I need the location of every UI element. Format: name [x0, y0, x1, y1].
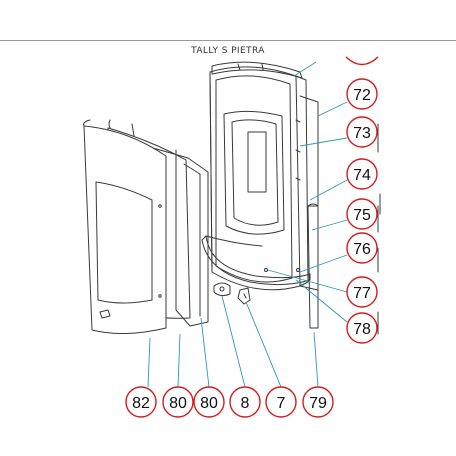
callout-bubble-cropped	[345, 56, 379, 66]
side-cover-brackets	[377, 123, 381, 335]
callout-ring	[346, 116, 378, 148]
callout-ring	[302, 386, 334, 418]
leader-lines	[147, 61, 348, 388]
leader-line-c77	[267, 269, 348, 293]
callout-c74: 74	[346, 158, 378, 190]
callout-c80a: 80	[162, 386, 194, 418]
leader-top-cover	[293, 61, 317, 77]
callout-number: 82	[132, 395, 150, 412]
leader-line-c75	[311, 219, 348, 231]
callout-ring	[162, 386, 194, 418]
callout-number: 80	[169, 395, 187, 412]
leader-line-c79	[313, 331, 319, 388]
callout-c77: 77	[346, 276, 378, 308]
callout-ring	[346, 78, 378, 110]
callout-number: 74	[353, 167, 371, 184]
header-divider	[0, 40, 456, 41]
callout-c8: 8	[229, 386, 261, 418]
callout-ring	[346, 276, 378, 308]
leader-line-c76	[299, 254, 348, 273]
callout-number: 73	[353, 125, 371, 142]
base-tray	[201, 235, 311, 286]
leader-line-c8	[221, 295, 246, 388]
latch-part-7	[237, 287, 251, 305]
callout-number: 7	[277, 395, 286, 412]
callout-ring	[193, 386, 225, 418]
front-door-panel	[83, 119, 167, 335]
leader-line-c80b	[200, 317, 210, 388]
vertical-rod	[307, 203, 319, 329]
callout-number: 78	[353, 321, 371, 338]
hinge-part-8	[213, 282, 231, 297]
callout-ring	[346, 158, 378, 190]
callout-number: 76	[353, 241, 371, 258]
callout-c78: 78	[346, 312, 378, 344]
callout-c75: 75	[346, 198, 378, 230]
callout-ring	[346, 312, 378, 344]
leader-line-c78	[295, 279, 348, 323]
diagram-title: TALLY S PIETRA	[191, 46, 265, 56]
callout-ring	[346, 198, 378, 230]
callout-number: 8	[241, 395, 250, 412]
callout-ring	[265, 386, 297, 418]
leader-line-c7	[245, 301, 282, 388]
callout-c73: 73	[346, 116, 378, 148]
leader-line-c80a	[177, 333, 181, 388]
callout-number: 72	[353, 87, 371, 104]
callout-c82: 82	[125, 386, 157, 418]
door-gasket-frame	[131, 141, 209, 327]
leader-line-c73	[299, 137, 348, 147]
callout-number: 79	[309, 395, 327, 412]
callout-number: 75	[353, 207, 371, 224]
callout-number: 80	[200, 395, 218, 412]
callout-number: 77	[353, 285, 371, 302]
callout-c7: 7	[265, 386, 297, 418]
callout-bubbles: 72 73 74 75 76 77 78 82 80 80 8 7 79	[125, 56, 379, 418]
leader-line-c74	[309, 179, 348, 201]
callout-c76: 76	[346, 232, 378, 264]
callout-c80b: 80	[193, 386, 225, 418]
leader-line-c72	[317, 101, 348, 117]
callout-ring	[125, 386, 157, 418]
top-curved-cover	[211, 61, 303, 79]
callout-c79: 79	[302, 386, 334, 418]
callout-ring	[229, 386, 261, 418]
callout-c72: 72	[346, 78, 378, 110]
callout-ring	[346, 232, 378, 264]
leader-line-c82	[147, 337, 151, 388]
firebox-window	[223, 110, 285, 235]
